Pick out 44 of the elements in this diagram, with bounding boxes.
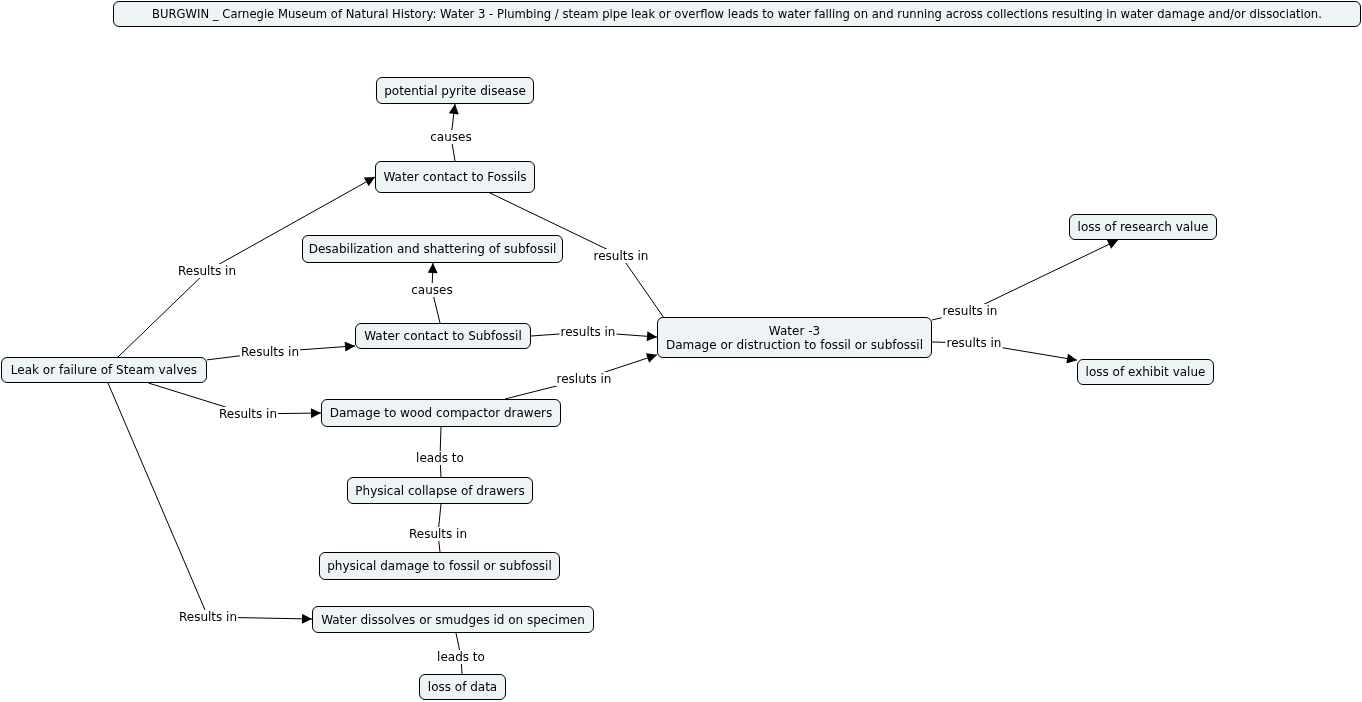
edge-label: Results in [176,264,238,278]
concept-box [419,674,506,700]
node-text: Desabilization and shattering of subfossil [308,242,557,256]
concept-box [376,77,534,104]
edge-label: results in [559,325,617,339]
node-text: Water contact to Subfossil [364,329,522,343]
concept-box [302,235,563,263]
arrow [107,382,313,624]
node-text: Damage to wood compactor drawers [329,406,553,420]
edge-label: causes [429,130,473,144]
node-text: Leak or failure of Steam valves [10,363,198,377]
edge-label: resluts in [555,372,613,386]
edge-label: results in [945,336,1003,350]
node-text: Water -3 [768,323,821,338]
node-text: Water dissolves or smudges id on specimen [321,612,585,627]
edge-label: Results in [407,527,469,541]
concept-box [1069,214,1217,240]
arrow [117,176,376,358]
node-text: loss of research value [1077,220,1209,234]
node-text: potential pyrite disease [384,83,526,98]
node-text: loss of exhibit value [1085,365,1206,379]
concept-box [321,399,561,427]
node-text: Water contact to Fossils [383,170,527,184]
edge-label: leads to [415,451,465,465]
concept-box [657,317,932,358]
edge-label: results in [941,304,999,318]
node-text: loss of data [427,680,498,694]
edge-label: Results in [239,345,301,359]
edge-label: Results in [177,610,239,624]
node-text: physical damage to fossil or subfossil [327,559,552,573]
edge-label: leads to [436,650,486,664]
edge-label: Results in [217,407,279,421]
concept-box [1,357,207,383]
edge-label: results in [592,249,650,263]
node-text: Physical collapse of drawers [355,483,525,498]
node-text: Damage or distruction to fossil or subfossil [665,337,924,352]
concept-box [355,323,531,349]
title-box: BURGWIN _ Carnegie Museum of Natural History: Water 3 - Plumbing / steam pipe leak or overflow leads to water falling on and running across collections resulting in water damage and/or dissociation. [113,1,1361,27]
edge-label: causes [410,283,454,297]
concept-box [1077,359,1214,385]
concept-box [347,477,533,504]
concept-box [319,552,560,580]
concept-box [312,606,594,633]
concept-box [375,161,535,193]
